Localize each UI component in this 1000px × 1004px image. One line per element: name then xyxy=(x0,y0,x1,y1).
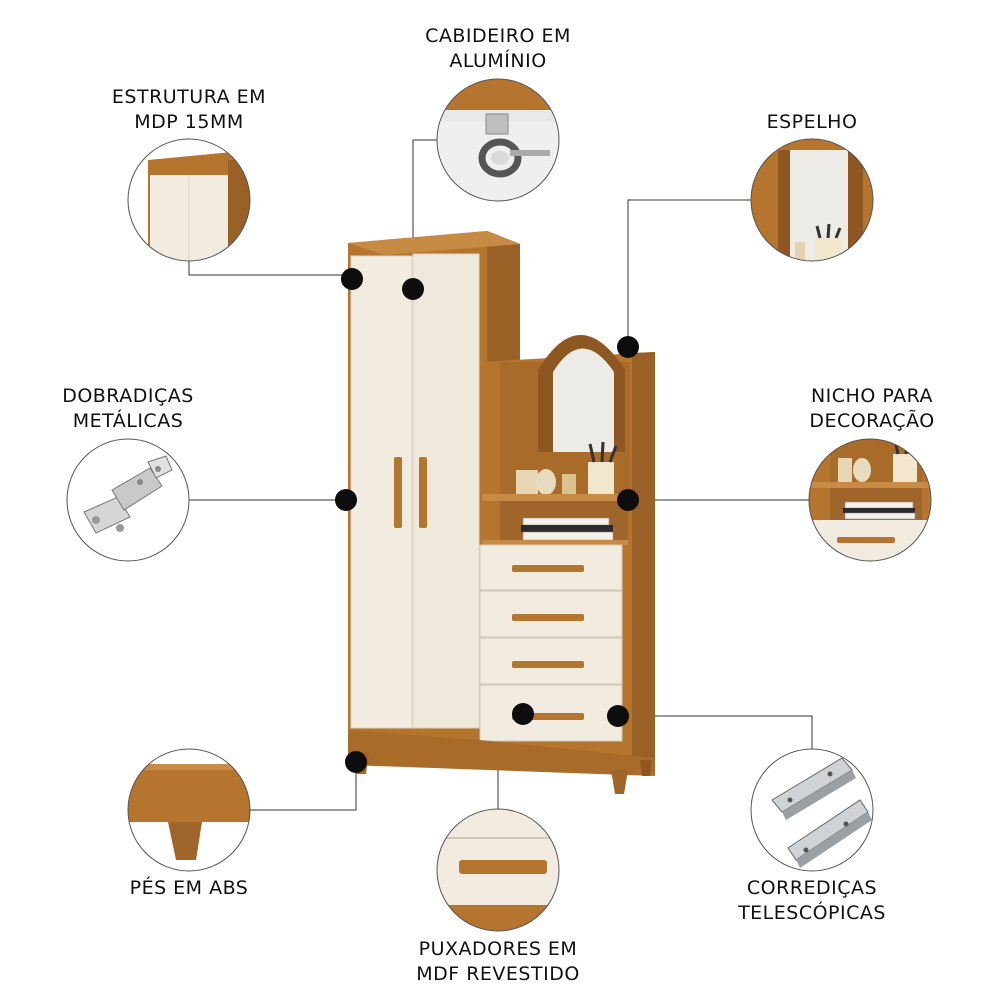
label-puxadores: PUXADORES EM MDF REVESTIDO xyxy=(416,938,580,985)
label-cabideiro: CABIDEIRO EM ALUMÍNIO xyxy=(425,25,571,72)
furniture-foot-icon xyxy=(127,748,251,872)
dot-nicho xyxy=(617,489,639,511)
label-dobradicas: DOBRADIÇAS METÁLICAS xyxy=(62,385,194,432)
dot-cabideiro xyxy=(402,278,424,300)
label-corredicas: CORREDIÇAS TELESCÓPICAS xyxy=(738,877,886,924)
dot-pes xyxy=(345,751,367,773)
dot-corredicas xyxy=(607,705,629,727)
dot-dobradicas xyxy=(335,489,357,511)
label-espelho: ESPELHO xyxy=(766,111,858,133)
panel-corner-icon xyxy=(127,138,251,262)
telescopic-slide-icon xyxy=(750,748,874,872)
dot-espelho xyxy=(617,336,639,358)
hinge-icon xyxy=(66,438,190,562)
door-handle-right xyxy=(419,457,427,528)
leader-espelho xyxy=(627,199,751,347)
leader-corredicas xyxy=(618,715,813,749)
label-nicho: NICHO PARA DECORAÇÃO xyxy=(809,385,935,432)
dot-estrutura xyxy=(341,268,363,290)
leader-estrutura xyxy=(188,261,352,276)
hanger-rod-icon xyxy=(436,78,560,202)
leader-pes xyxy=(250,762,357,811)
drawer-handle-icon xyxy=(436,808,560,932)
label-estrutura: ESTRUTURA EM MDP 15MM xyxy=(111,86,267,133)
left-door xyxy=(350,255,413,729)
foot-front-right xyxy=(611,770,628,794)
door-handle-left xyxy=(394,457,402,528)
niche-shelf-icon xyxy=(808,438,932,562)
dot-puxadores xyxy=(512,703,534,725)
mirror-icon xyxy=(750,138,874,262)
wardrobe xyxy=(348,231,655,794)
callout-dots xyxy=(335,268,639,773)
label-pes: PÉS EM ABS xyxy=(129,877,249,899)
decor-shelf xyxy=(482,494,628,501)
